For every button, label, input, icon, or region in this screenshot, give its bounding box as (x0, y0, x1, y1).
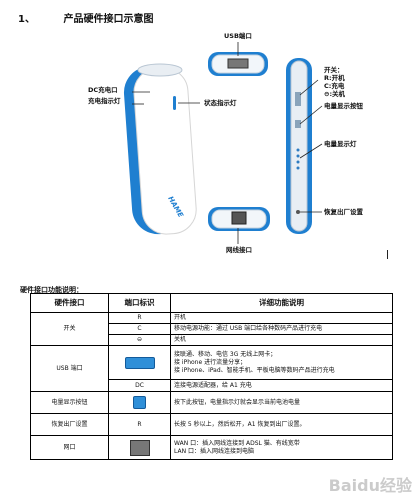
battery-button-icon (133, 396, 146, 409)
row-switch-name: 开关 (30, 312, 109, 346)
row-battery-desc: 按下此按钮，电量指示灯就会显示当前电池电量 (170, 391, 393, 414)
row-usb-name: USB 端口 (30, 345, 109, 392)
row-switch-c-mark: C (108, 323, 171, 335)
row-lan-desc-line: WAN 口：插入网线连接到 ADSL 猫、有线宽带 (174, 439, 300, 447)
label-battery-led: 电量显示灯 (324, 140, 357, 148)
lan-port-icon (129, 439, 150, 456)
header-port-mark: 端口标识 (108, 293, 171, 313)
row-switch-r-mark: R (108, 312, 171, 324)
label-status-led: 状态指示灯 (204, 99, 237, 107)
row-usb-desc-line: 接联通、移动、电信 3G 无线上网卡； (174, 350, 277, 358)
row-lan-desc-line: LAN 口：插入网线连接到电脑 (174, 447, 254, 455)
row-lan-name: 网口 (30, 435, 109, 460)
device-main-view: HAME (123, 63, 197, 235)
label-usb-port: USB端口 (224, 32, 252, 40)
table-row: 恢复出厂设置 R 长按 5 秒以上，然后松开，A1 恢复到出厂设置。 (30, 413, 393, 436)
row-reset-name: 恢复出厂设置 (30, 413, 109, 436)
row-dc-mark: DC (108, 379, 171, 392)
row-lan-desc: WAN 口：插入网线连接到 ADSL 猫、有线宽带 LAN 口：插入网线连接到电… (170, 435, 393, 460)
page-mark (387, 250, 388, 259)
row-dc-desc: 连接电源适配器，给 A1 充电 (170, 379, 393, 392)
label-battery-button: 电量显示按钮 (324, 102, 363, 110)
heading-title: 产品硬件接口示意图 (63, 14, 154, 25)
device-side-view (286, 58, 312, 234)
label-switch-off: ⊖:关机 (324, 90, 346, 98)
table-row: 开关 R 开机 (30, 312, 393, 346)
row-reset-mark: R (108, 413, 171, 436)
device-top-view (208, 52, 268, 76)
row-reset-desc: 长按 5 秒以上，然后松开，A1 恢复到出厂设置。 (170, 413, 393, 436)
page-heading: 1、 产品硬件接口示意图 (18, 10, 153, 25)
row-switch-r-desc: 开机 (170, 312, 393, 324)
row-battery-name: 电量显示按钮 (30, 391, 109, 414)
row-battery-mark (108, 391, 171, 414)
label-switch-group: 开关： R:开机 C:充电 ⊖:关机 (324, 66, 345, 98)
label-switch: 开关： (324, 66, 344, 74)
row-lan-mark (108, 435, 171, 460)
row-switch-c-desc: 移动电源功能：通过 USB 端口给各种数码产品进行充电 (170, 323, 393, 335)
device-bottom-view (208, 207, 270, 231)
switch-mark (295, 92, 301, 106)
label-switch-r: R:开机 (324, 74, 345, 82)
row-switch-off-mark: ⊖ (108, 334, 171, 346)
reset-hole-mark (296, 210, 300, 214)
row-usb-desc-line: 接 iPhone、iPad、智能手机、平板电脑等数码产品进行充电 (174, 366, 335, 374)
product-diagram: HAME (123, 42, 323, 244)
label-dc-port: DC充电口 (88, 86, 118, 94)
table-row: 电量显示按钮 按下此按钮，电量指示灯就会显示当前电池电量 (30, 391, 393, 414)
table-row: 网口 WAN 口：插入网线连接到 ADSL 猫、有线宽带 LAN 口：插入网线连… (30, 435, 393, 460)
label-lan-port: 网线接口 (226, 246, 252, 254)
header-interface: 硬件接口 (30, 293, 109, 313)
row-usb-mark (108, 345, 171, 380)
section-title: 硬件接口功能说明： (20, 286, 83, 294)
table-row: USB 端口 接联通、移动、电信 3G 无线上网卡； 接 iPhone 进行流量… (30, 345, 393, 392)
row-usb-desc-line: 接 iPhone 进行流量分享； (174, 358, 247, 366)
usb-port-mark (227, 58, 249, 69)
label-charge-led: 充电指示灯 (88, 97, 121, 105)
header-description: 详细功能说明 (170, 293, 393, 313)
row-usb-desc: 接联通、移动、电信 3G 无线上网卡； 接 iPhone 进行流量分享； 接 i… (170, 345, 393, 380)
status-led-mark (173, 96, 176, 110)
hardware-spec-table: 硬件接口 端口标识 详细功能说明 开关 R 开机 C 移动电源功能：通过 USB… (30, 293, 393, 460)
heading-number: 1、 (18, 14, 35, 25)
row-switch-off-desc: 关机 (170, 334, 393, 346)
label-switch-c: C:充电 (324, 82, 345, 90)
table-header-row: 硬件接口 端口标识 详细功能说明 (30, 293, 393, 313)
usb-port-icon (124, 356, 155, 369)
lan-port-mark (231, 211, 247, 225)
label-reset: 恢复出厂设置 (324, 208, 363, 216)
watermark: Baidu经验 (328, 476, 412, 495)
battery-button-mark (295, 120, 301, 128)
